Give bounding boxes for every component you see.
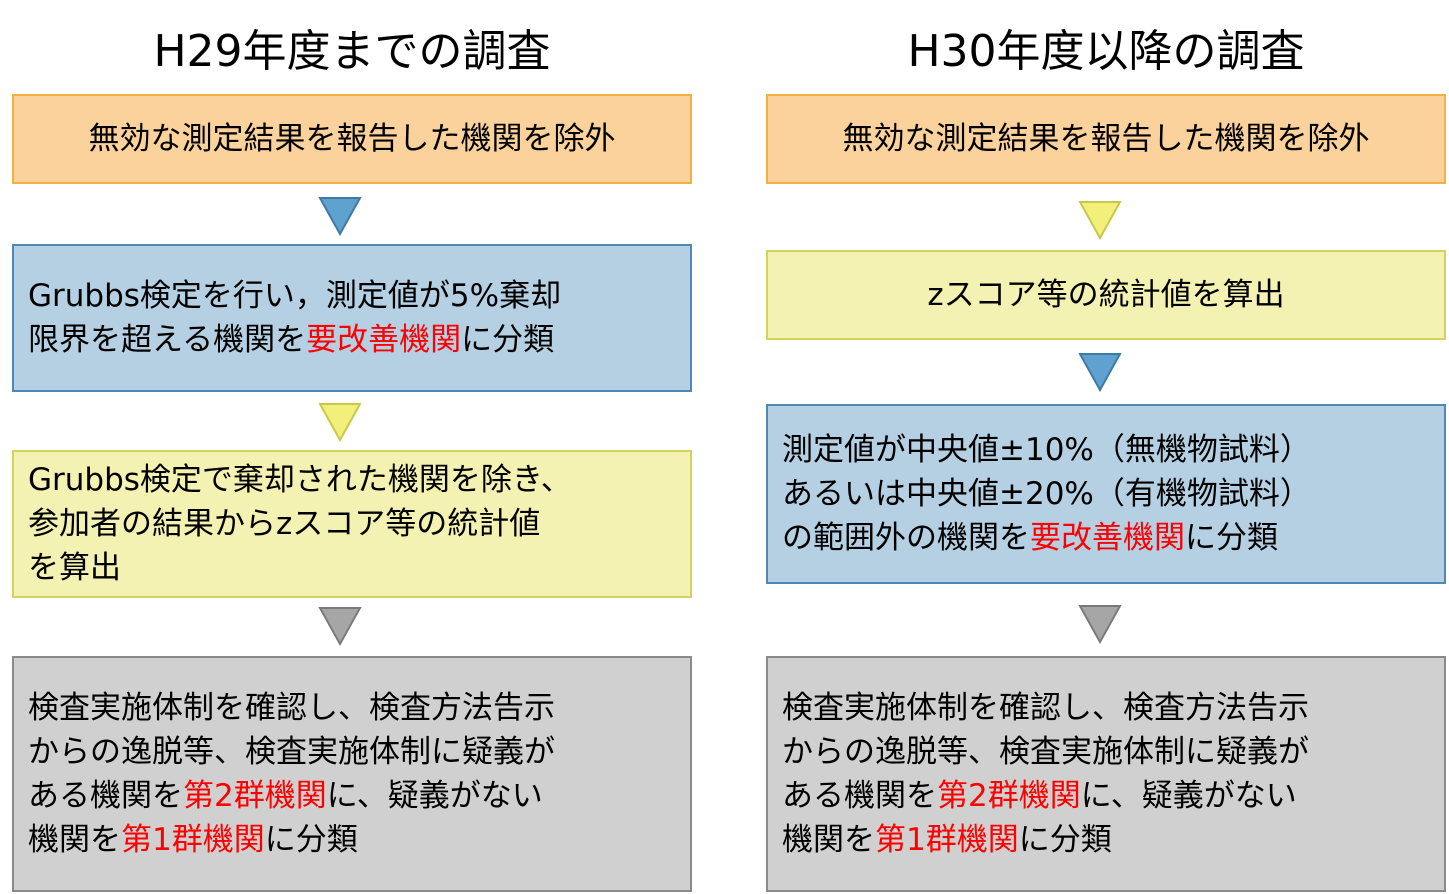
right-step-zscore: zスコア等の統計値を算出 bbox=[766, 250, 1446, 340]
right-improvement-label: 要改善機関 bbox=[1030, 520, 1185, 556]
right-step4-line4: 機関を第1群機関に分類 bbox=[782, 818, 1430, 862]
arrow-down-icon bbox=[318, 197, 362, 236]
arrow-down-icon bbox=[1078, 605, 1122, 644]
left-step2-line1: Grubbs検定を行い，測定値が5%棄却 bbox=[28, 278, 562, 314]
right-step2-text: zスコア等の統計値を算出 bbox=[927, 277, 1285, 313]
right-step4-line3: ある機関を第2群機関に、疑義がない bbox=[782, 774, 1430, 818]
right-step4-line2: からの逸脱等、検査実施体制に疑義が bbox=[782, 734, 1309, 770]
left-arrow-2 bbox=[318, 403, 362, 442]
arrow-down-icon bbox=[318, 403, 362, 442]
left-step2-line2-post: に分類 bbox=[461, 322, 555, 358]
left-step-grubbs-test: Grubbs検定を行い，測定値が5%棄却 限界を超える機関を要改善機関に分類 bbox=[12, 244, 692, 392]
right-step-classify-groups: 検査実施体制を確認し、検査方法告示 からの逸脱等、検査実施体制に疑義が ある機関… bbox=[766, 656, 1446, 892]
right-step3-line3-post: に分類 bbox=[1185, 520, 1278, 556]
arrow-down-icon bbox=[1078, 201, 1122, 240]
left-group2-label: 第2群機関 bbox=[183, 778, 327, 814]
right-step-median-range: 測定値が中央値±10%（無機物試料） あるいは中央値±20%（有機物試料） の範… bbox=[766, 404, 1446, 584]
left-step4-line4-pre: 機関を bbox=[28, 822, 121, 858]
left-step4-line4-post: に分類 bbox=[264, 822, 358, 858]
left-arrow-3 bbox=[318, 607, 362, 646]
left-step2-line2: 限界を超える機関を要改善機関に分類 bbox=[28, 318, 676, 362]
left-group1-label: 第1群機関 bbox=[121, 822, 265, 858]
right-arrow-1 bbox=[1078, 201, 1122, 240]
right-group2-label: 第2群機関 bbox=[937, 778, 1081, 814]
left-step4-line2: からの逸脱等、検査実施体制に疑義が bbox=[28, 734, 555, 770]
left-arrow-1 bbox=[318, 197, 362, 236]
left-step4-line3-post: に、疑義がない bbox=[326, 778, 543, 814]
right-step4-line3-pre: ある機関を bbox=[782, 778, 937, 814]
right-arrow-2 bbox=[1078, 353, 1122, 392]
right-step3-line3-pre: の範囲外の機関を bbox=[782, 520, 1030, 556]
right-step3-line1: 測定値が中央値±10%（無機物試料） bbox=[782, 432, 1311, 468]
left-step-zscore: Grubbs検定で棄却された機関を除き、 参加者の結果からzスコア等の統計値 を… bbox=[12, 450, 692, 598]
right-step4-line4-post: に分類 bbox=[1018, 822, 1112, 858]
left-step-exclude-invalid: 無効な測定結果を報告した機関を除外 bbox=[12, 94, 692, 184]
right-group1-label: 第1群機関 bbox=[875, 822, 1019, 858]
left-step-classify-groups: 検査実施体制を確認し、検査方法告示 からの逸脱等、検査実施体制に疑義が ある機関… bbox=[12, 656, 692, 892]
left-step4-line3: ある機関を第2群機関に、疑義がない bbox=[28, 774, 676, 818]
left-step2-line2-pre: 限界を超える機関を bbox=[28, 322, 307, 358]
right-arrow-3 bbox=[1078, 605, 1122, 644]
arrow-down-icon bbox=[318, 607, 362, 646]
left-step3-line3: を算出 bbox=[28, 550, 121, 586]
right-column-title: H30年度以降の調査 bbox=[907, 26, 1305, 77]
right-step3-line3: の範囲外の機関を要改善機関に分類 bbox=[782, 516, 1430, 560]
right-step1-text: 無効な測定結果を報告した機関を除外 bbox=[842, 121, 1370, 157]
arrow-down-icon bbox=[1078, 353, 1122, 392]
right-step-exclude-invalid: 無効な測定結果を報告した機関を除外 bbox=[766, 94, 1446, 184]
left-column-title: H29年度までの調査 bbox=[153, 26, 551, 77]
right-step4-line4-pre: 機関を bbox=[782, 822, 875, 858]
right-step4-line1: 検査実施体制を確認し、検査方法告示 bbox=[782, 690, 1309, 726]
right-step3-line2: あるいは中央値±20%（有機物試料） bbox=[782, 476, 1311, 512]
left-step3-line1: Grubbs検定で棄却された機関を除き、 bbox=[28, 462, 572, 498]
left-step1-text: 無効な測定結果を報告した機関を除外 bbox=[88, 121, 616, 157]
left-step3-line2: 参加者の結果からzスコア等の統計値 bbox=[28, 506, 541, 542]
left-step4-line4: 機関を第1群機関に分類 bbox=[28, 818, 676, 862]
left-step4-line1: 検査実施体制を確認し、検査方法告示 bbox=[28, 690, 555, 726]
left-improvement-label: 要改善機関 bbox=[306, 322, 462, 358]
left-step4-line3-pre: ある機関を bbox=[28, 778, 183, 814]
right-step4-line3-post: に、疑義がない bbox=[1080, 778, 1297, 814]
